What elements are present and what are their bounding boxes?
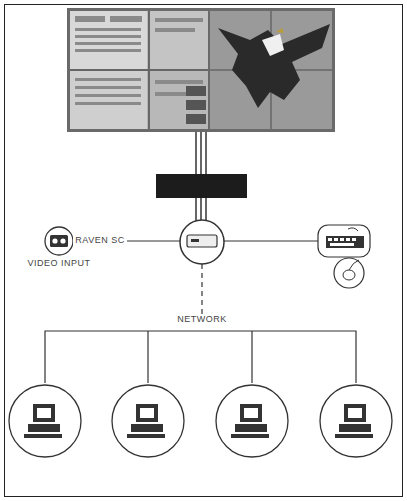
- network-bus: [45, 331, 356, 383]
- video-wall: [67, 8, 335, 132]
- controller-box: [156, 174, 247, 198]
- processor-unit: [180, 220, 224, 264]
- mouse-icon: [334, 258, 364, 288]
- network-label: NETWORK: [175, 315, 229, 325]
- cassette-icon: [44, 226, 74, 256]
- network-link: [201, 264, 202, 316]
- input-device: VIDEO INPUT: [25, 226, 93, 269]
- link-label: RAVEN SC: [73, 236, 126, 246]
- workstation-icons: [9, 385, 392, 457]
- device-label: VIDEO INPUT: [25, 259, 93, 269]
- frame-border: [5, 5, 403, 497]
- keyboard-wire: [224, 241, 318, 242]
- keyboard-icon: [318, 225, 370, 257]
